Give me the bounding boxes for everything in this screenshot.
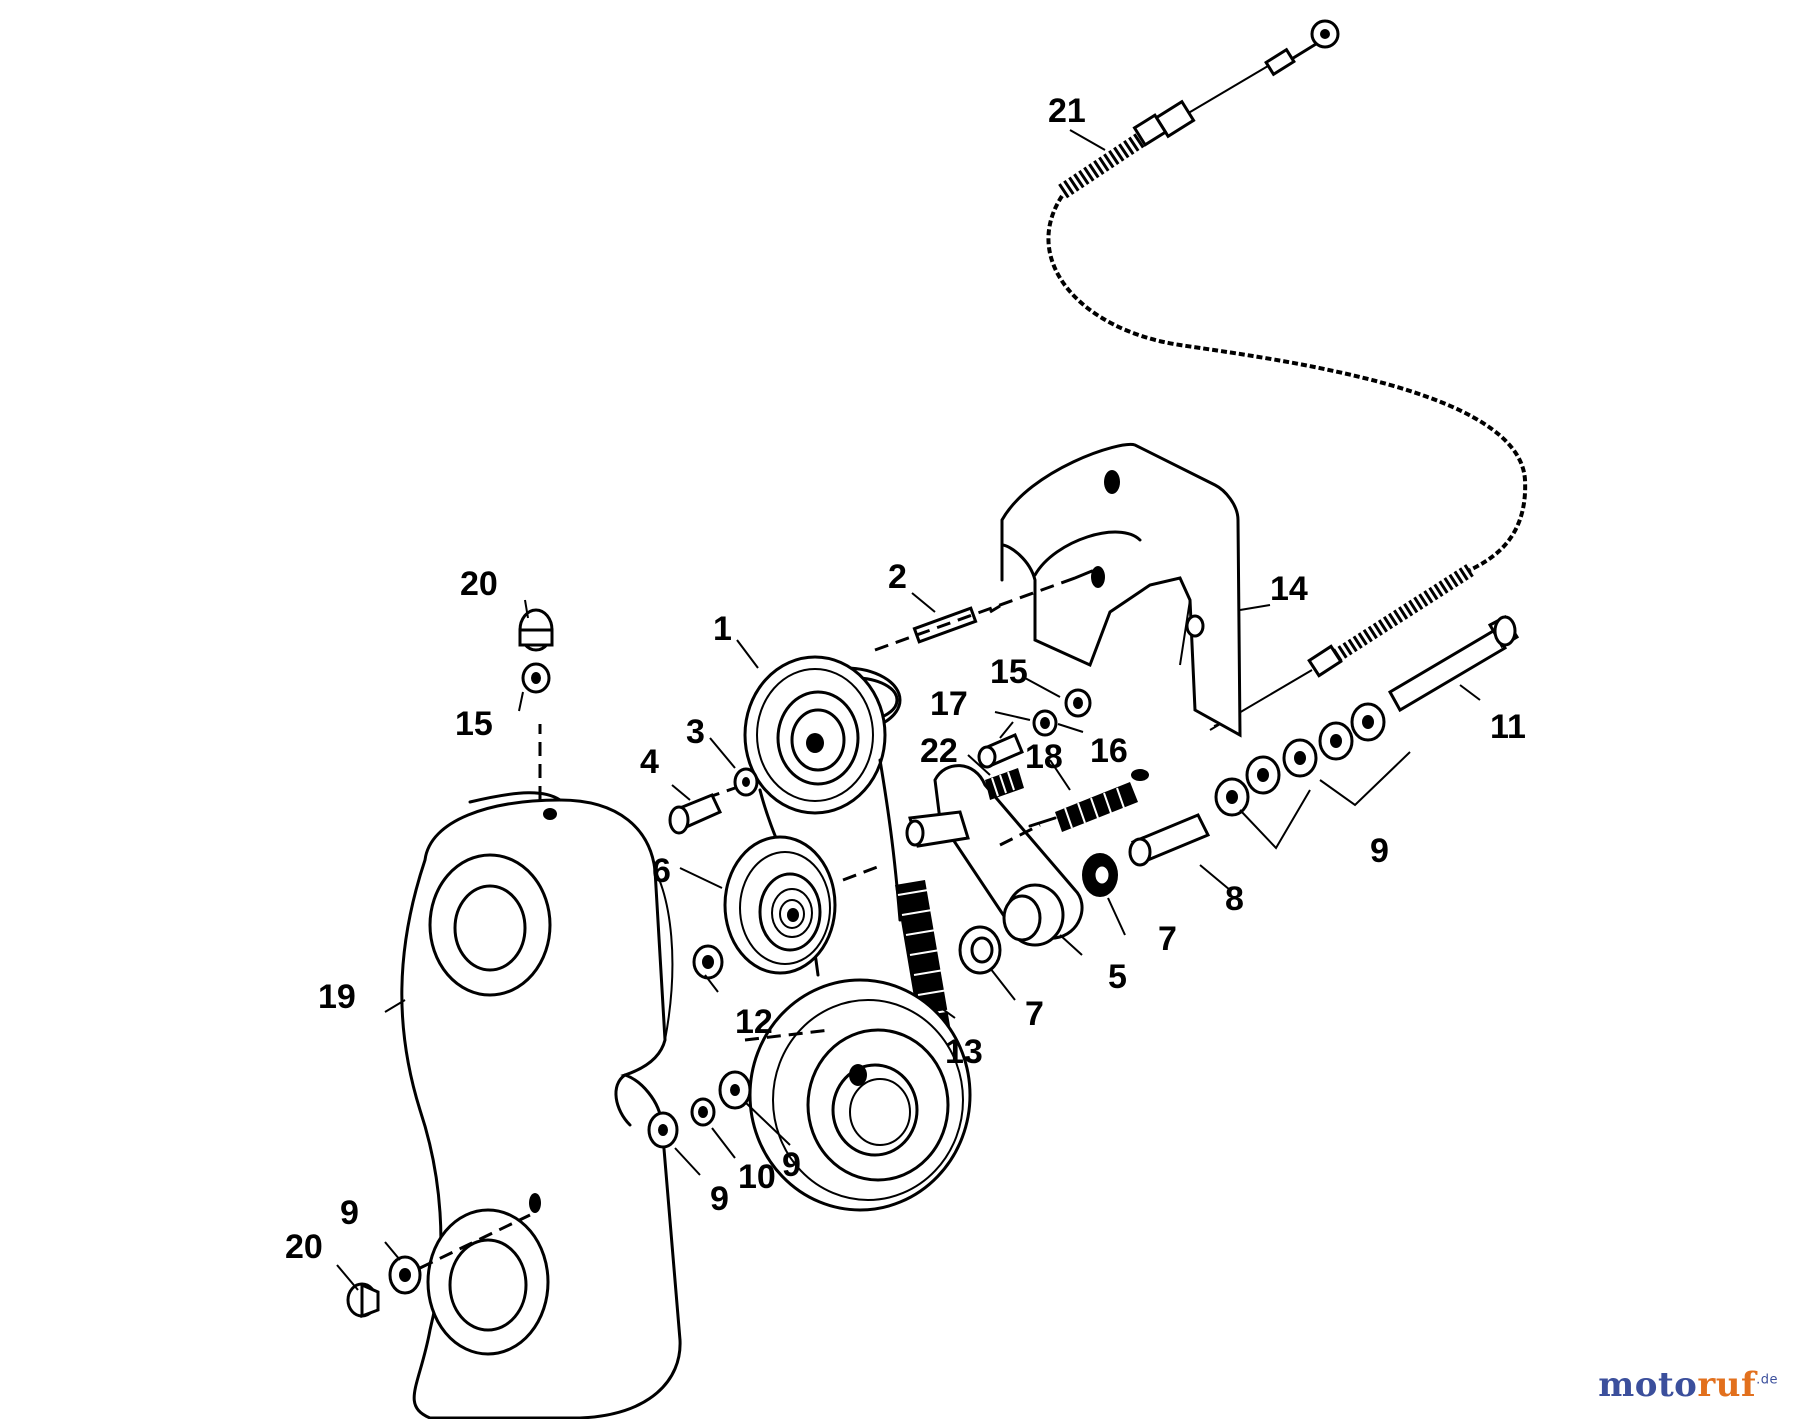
callout-11: 11: [1490, 708, 1526, 746]
callout-21: 21: [1048, 92, 1086, 130]
callout-10: 10: [738, 1158, 776, 1196]
callout-9-lower-b: 9: [782, 1146, 801, 1184]
part-12-nut: [692, 944, 724, 980]
watermark-suffix: .de: [1756, 1372, 1778, 1388]
callout-7-lower: 7: [1025, 995, 1044, 1033]
callout-16: 16: [1090, 732, 1128, 770]
callout-18: 18: [1025, 738, 1063, 776]
callout-20-top: 20: [460, 565, 498, 603]
part-9-washer-cover: [388, 1255, 422, 1295]
callout-7-right: 7: [1158, 920, 1177, 958]
part-5-idler-arm: [905, 764, 1084, 947]
callout-14: 14: [1270, 570, 1308, 608]
part-1-upper-pulley: [743, 655, 902, 815]
callout-22: 22: [920, 732, 958, 770]
part-19-belt-cover: [400, 724, 682, 1419]
part-20-cap-nut-bottom: [346, 1282, 380, 1319]
callout-6: 6: [652, 852, 671, 890]
part-11-long-bolt: [1387, 615, 1520, 713]
part-6-idler-pulley: [723, 835, 837, 975]
callout-19: 19: [318, 978, 356, 1016]
callout-15-top: 15: [455, 705, 493, 743]
callout-8: 8: [1225, 880, 1244, 918]
part-16-nut: [1032, 709, 1058, 737]
callout-labels: 21 2 1 3 4 6 12 13 7 5 7 8 14 15 17 16 2…: [285, 92, 1526, 1266]
part-15-washer-upper: [1064, 688, 1092, 718]
part-14-bracket: [1000, 442, 1242, 738]
leader-lines: [336, 129, 1481, 1291]
part-7-collar-lower: [958, 925, 1002, 975]
watermark-part-a: moto: [1598, 1365, 1698, 1405]
part-20-cap-nut-top: [518, 608, 554, 652]
callout-17: 17: [930, 685, 968, 723]
part-9-washer-lower-b: [718, 1070, 752, 1110]
assembly-line: [874, 576, 1076, 652]
part-9-washers-right: [1214, 702, 1411, 850]
callout-12: 12: [735, 1003, 773, 1041]
part-22-spring-small: [985, 768, 1024, 800]
callout-9-right: 9: [1370, 832, 1389, 870]
part-9-washer-lower-a: [647, 1111, 679, 1149]
callout-9-lower-a: 9: [710, 1180, 729, 1218]
part-7-collar-right: [1082, 853, 1118, 897]
part-15-washer-top: [521, 662, 551, 694]
watermark-part-b: ruf: [1697, 1365, 1757, 1405]
part-10-nut: [690, 1097, 716, 1127]
part-18-spring: [1028, 769, 1149, 832]
callout-3: 3: [686, 713, 705, 751]
part-21-control-cable: [1046, 19, 1528, 731]
callout-20-bottom: 20: [285, 1228, 323, 1266]
callout-9-cover: 9: [340, 1194, 359, 1232]
callout-1: 1: [713, 610, 732, 648]
callout-5: 5: [1108, 958, 1127, 996]
part-4-bolt: [668, 793, 723, 835]
callout-4: 4: [640, 743, 659, 781]
part-8-spacer: [1128, 813, 1211, 867]
part-3-washer: [733, 767, 759, 797]
callout-15-right: 15: [990, 653, 1028, 691]
site-watermark: motoruf.de: [1598, 1365, 1778, 1405]
part-2-key: [912, 604, 1001, 644]
lower-drive-pulley: [748, 978, 972, 1212]
callout-2: 2: [888, 558, 907, 596]
callout-13: 13: [945, 1033, 983, 1071]
part-17-pin: [977, 733, 1024, 769]
